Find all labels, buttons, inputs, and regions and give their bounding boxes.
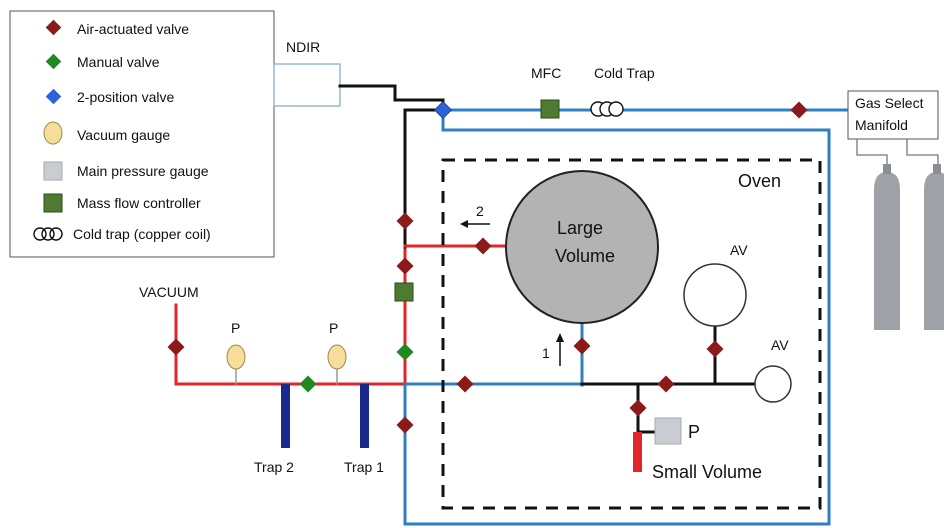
gas-cylinder-valve: [933, 164, 941, 174]
vacuum-gauge-2-label: P: [329, 320, 338, 336]
vacuum-gauge-1: [226, 344, 246, 370]
flow-arrow-2-label: 2: [476, 203, 484, 219]
large-volume-label: Large: [557, 218, 603, 238]
gas-cylinder: [874, 172, 900, 330]
legend-label: Vacuum gauge: [77, 127, 170, 143]
air-actuated-valve: [573, 337, 591, 355]
gas-select-label: Gas Select: [855, 95, 924, 111]
av-vessel-right: [754, 365, 792, 403]
black-pipe: [403, 108, 445, 252]
black-pipe: [338, 84, 445, 112]
av-right-label: AV: [771, 337, 789, 353]
gas-select-manifold: [847, 90, 939, 140]
air-actuated-valve-icon: [45, 19, 62, 36]
vacuum-gauge-2: [327, 344, 347, 370]
small-volume-label: Small Volume: [652, 462, 762, 482]
two-position-valve-icon: [45, 88, 62, 105]
large-volume-label: Volume: [555, 246, 615, 266]
cold-trap-icon: [33, 227, 63, 241]
vacuum-gauge-1-label: P: [231, 320, 240, 336]
ndir-label: NDIR: [286, 39, 320, 55]
manual-valve-icon: [45, 53, 62, 70]
main-pressure-gauge-icon: [43, 161, 63, 181]
flow-arrow-1-label: 1: [542, 345, 550, 361]
air-actuated-valve: [629, 399, 647, 417]
gas-select-label: Manifold: [855, 117, 908, 133]
two-position-valve: [433, 100, 453, 120]
manual-valve: [299, 375, 317, 393]
vacuum-label: VACUUM: [139, 284, 199, 300]
air-actuated-valve: [396, 416, 414, 434]
blue-pipe: [403, 108, 831, 526]
cold-trap-coil: [590, 101, 624, 117]
large-volume-vessel: [505, 170, 659, 324]
gas-cylinder: [924, 172, 944, 330]
av-top-label: AV: [730, 242, 748, 258]
ndir-analyzer: [273, 63, 341, 107]
air-actuated-valve: [167, 338, 185, 356]
cold-trap-label: Cold Trap: [594, 65, 655, 81]
mass-flow-controller: [394, 282, 414, 302]
mfc-label: MFC: [531, 65, 561, 81]
legend: Air-actuated valve Manual valve 2-positi…: [9, 10, 275, 258]
legend-label: Manual valve: [77, 54, 160, 70]
main-pressure-gauge: [654, 417, 682, 445]
legend-label: Cold trap (copper coil): [73, 226, 211, 242]
legend-label: Air-actuated valve: [77, 21, 189, 37]
mass-flow-controller-icon: [43, 193, 63, 213]
flow-arrow-2: [460, 220, 490, 228]
oven-label: Oven: [738, 171, 781, 191]
small-volume: [633, 432, 642, 472]
air-actuated-valve: [657, 375, 675, 393]
flow-arrow-1: [556, 333, 564, 366]
air-actuated-valve: [456, 375, 474, 393]
legend-label: 2-position valve: [77, 89, 174, 105]
air-actuated-valve: [396, 212, 414, 230]
trap-1: [360, 384, 369, 448]
main-gauge-label: P: [688, 422, 700, 442]
air-actuated-valve: [474, 237, 492, 255]
mass-flow-controller: [540, 99, 560, 119]
red-pipe: [174, 303, 407, 386]
manifold-tube: [856, 139, 888, 168]
trap-1-label: Trap 1: [344, 459, 384, 475]
gas-cylinder-valve: [883, 164, 891, 174]
valves: [167, 100, 808, 434]
air-actuated-valve: [790, 101, 808, 119]
trap-2: [281, 384, 290, 448]
legend-label: Main pressure gauge: [77, 163, 209, 179]
manifold-tube: [906, 139, 939, 168]
air-actuated-valve: [396, 257, 414, 275]
av-vessel-top: [683, 263, 747, 327]
trap-2-label: Trap 2: [254, 459, 294, 475]
manual-valve: [396, 343, 414, 361]
oven-enclosure: [441, 158, 822, 510]
air-actuated-valve: [706, 340, 724, 358]
vacuum-gauge-icon: [43, 121, 63, 145]
legend-label: Mass flow controller: [77, 195, 201, 211]
